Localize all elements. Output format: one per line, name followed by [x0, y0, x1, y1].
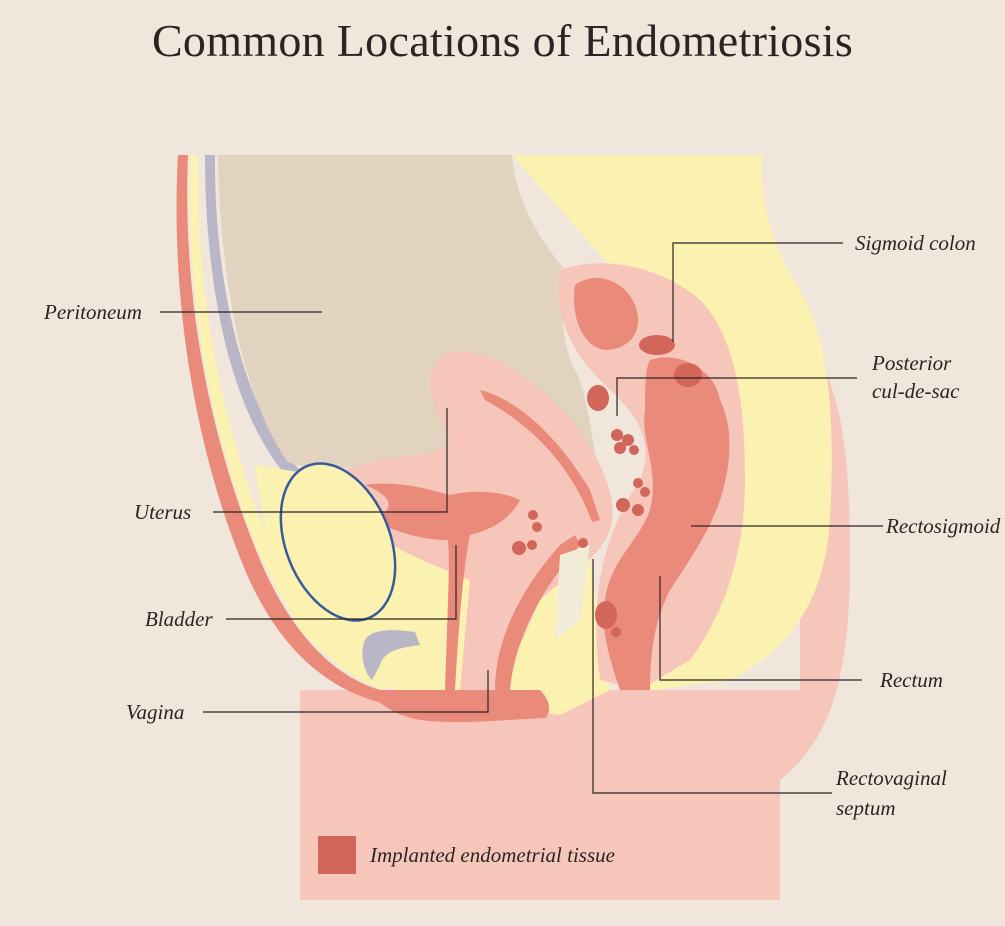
- implant-cluster-4: [629, 445, 639, 455]
- implant-rectum-2: [611, 627, 621, 637]
- implant-cluster-5: [633, 478, 643, 488]
- implant-cluster-3: [614, 442, 626, 454]
- implant-uterus-2: [532, 522, 542, 532]
- implant-uterus-1: [528, 510, 538, 520]
- label-sigmoid-colon: Sigmoid colon: [855, 231, 976, 255]
- implant-cluster-6: [640, 487, 650, 497]
- implant-uterus-4: [527, 540, 537, 550]
- legend-label: Implanted endometrial tissue: [369, 843, 615, 867]
- implant-cul-de-sac-2: [587, 385, 609, 411]
- label-rectovaginal-septum-line1: Rectovaginal: [835, 766, 947, 790]
- implant-sigmoid: [639, 335, 675, 355]
- implant-septum: [578, 538, 588, 548]
- label-vagina: Vagina: [126, 700, 184, 724]
- implant-cluster-8: [632, 504, 644, 516]
- implant-cluster-1: [611, 429, 623, 441]
- label-rectovaginal-septum-line2: septum: [836, 796, 896, 820]
- label-uterus: Uterus: [134, 500, 191, 524]
- label-posterior-cul-de-sac-line1: Posterior: [871, 351, 952, 375]
- implant-cluster-7: [616, 498, 630, 512]
- implant-rectum: [595, 601, 617, 629]
- label-posterior-cul-de-sac-line2: cul-de-sac: [872, 379, 960, 403]
- label-rectosigmoid: Rectosigmoid: [885, 514, 1001, 538]
- label-peritoneum: Peritoneum: [43, 300, 142, 324]
- implant-cul-de-sac-1: [674, 363, 702, 387]
- implant-uterus-3: [512, 541, 526, 555]
- label-rectum: Rectum: [879, 668, 943, 692]
- legend-swatch: [318, 836, 356, 874]
- label-bladder: Bladder: [145, 607, 213, 631]
